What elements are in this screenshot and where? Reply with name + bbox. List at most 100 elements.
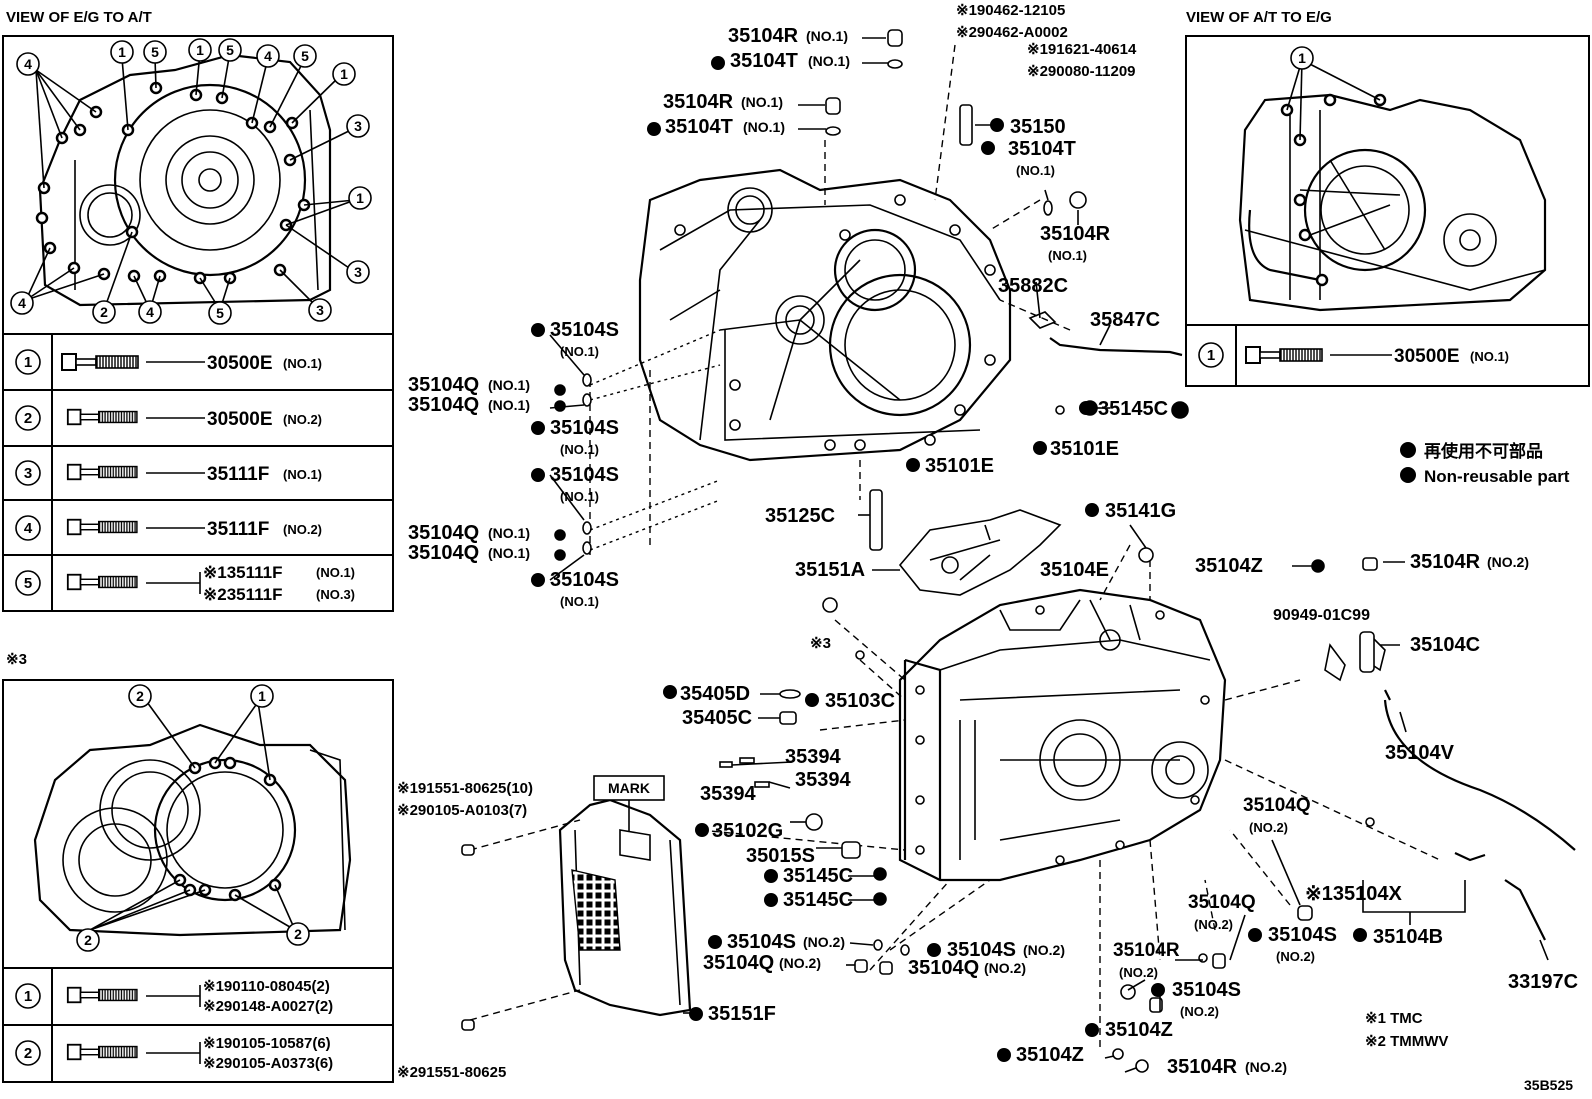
part-label-r4: 35104R (1410, 551, 1481, 573)
svg-text:4: 4 (24, 520, 33, 537)
svg-text:4: 4 (18, 295, 26, 311)
svg-text:2: 2 (100, 304, 108, 320)
part-note-s5: (NO.2) (803, 934, 845, 950)
svg-text:(NO.1): (NO.1) (316, 565, 355, 580)
svg-text:(NO.2): (NO.2) (283, 522, 322, 537)
part-label-t3: 35104T (1008, 138, 1076, 160)
at-to-eg-panel (1185, 35, 1590, 387)
part-note-t1: (NO.1) (808, 53, 850, 69)
bolt-table-1: 12 34 5 30500E(NO.1) 30500E(NO.2) 35111F… (15, 349, 355, 604)
svg-text:※190110-08045(2): ※190110-08045(2) (203, 978, 330, 995)
svg-text:35111F: 35111F (207, 519, 269, 540)
svg-text:※235111F: ※235111F (203, 585, 282, 604)
part-label-q8: 35104Q (1188, 892, 1256, 913)
svg-text:3: 3 (354, 118, 362, 134)
part-label-q2: 35104Q (408, 394, 479, 416)
part-label-s4: 35104S (550, 569, 619, 591)
note3-panel (2, 679, 394, 1083)
dashed-leaders (469, 44, 1441, 1050)
bolt-table-2: 1 30500E (NO.1) (1198, 342, 1509, 368)
part-label-p35104b: 35104B (1373, 926, 1443, 948)
part-label-r3: 35104R (1040, 223, 1111, 245)
svg-text:5: 5 (226, 42, 234, 58)
svg-text:2: 2 (136, 688, 144, 704)
part-label-z2: 35104Z (1105, 1019, 1173, 1041)
part-label-s3: 35104S (550, 464, 619, 486)
part-label-p33197: 33197C (1508, 971, 1578, 993)
part-label-r6: 35104R (1167, 1056, 1238, 1078)
part-label-p35145c3: 35145C (783, 889, 853, 911)
part-label-p35145c1: 35145C (1098, 398, 1168, 420)
part-label-x4: ※135104X (1305, 883, 1402, 905)
part-label-q7: 35104Q (1243, 795, 1311, 816)
svg-text:5: 5 (151, 44, 159, 60)
svg-text:1: 1 (196, 42, 204, 58)
svg-text:(NO.1): (NO.1) (283, 467, 322, 482)
svg-text:※290148-A0027(2): ※290148-A0027(2) (203, 998, 333, 1015)
small-parts (461, 29, 1378, 1073)
part-label-q1: 35104Q (408, 374, 479, 396)
part-label-s5: 35104S (727, 931, 796, 953)
part-label-s1: 35104S (550, 319, 619, 341)
svg-text:1: 1 (340, 66, 348, 82)
part-note-q6: (NO.2) (984, 960, 1026, 976)
svg-text:30500E: 30500E (207, 409, 273, 430)
part-label-p35125: 35125C (765, 505, 835, 527)
svg-text:3: 3 (24, 465, 32, 482)
part-note-s4: (NO.1) (560, 594, 599, 609)
svg-text:1: 1 (356, 190, 364, 206)
part-label-s8: 35104S (1172, 979, 1241, 1001)
svg-text:(NO.3): (NO.3) (316, 587, 355, 602)
svg-text:(NO.2): (NO.2) (283, 412, 322, 427)
part-note-s3: (NO.1) (560, 489, 599, 504)
part-label-p35101e1: 35101E (925, 455, 994, 477)
part-note-q3: (NO.1) (488, 525, 530, 541)
part-note-s2: (NO.1) (560, 442, 599, 457)
part-note-s7: (NO.2) (1276, 949, 1315, 964)
label-leaders (549, 37, 1549, 1073)
svg-text:1: 1 (258, 688, 266, 704)
part-label-k6: ※290105-A0103(7) (397, 802, 527, 819)
part-label-p35882: 35882C (998, 275, 1068, 297)
part-label-k3: ※191621-40614 (1027, 41, 1137, 58)
part-label-z3: 35104Z (1016, 1044, 1084, 1066)
part-label-p35102g: 35102G (712, 820, 783, 842)
part-label-p35103c: 35103C (825, 690, 895, 712)
part-label-p35405d: 35405D (680, 683, 750, 705)
svg-text:1: 1 (1298, 50, 1306, 66)
panel-title-note3: ※3 (6, 651, 27, 668)
part-label-p35847: 35847C (1090, 309, 1160, 331)
svg-text:3: 3 (354, 264, 362, 280)
svg-text:※190105-10587(6): ※190105-10587(6) (203, 1035, 331, 1052)
svg-text:Non-reusable part: Non-reusable part (1424, 467, 1570, 486)
part-note-q7: (NO.2) (1249, 820, 1288, 835)
part-label-s7: 35104S (1268, 924, 1337, 946)
svg-text:※135111F: ※135111F (203, 563, 282, 582)
oil-pan-drawing: MARK (558, 775, 692, 1017)
svg-text:35111F: 35111F (207, 464, 269, 485)
part-note-r3: (NO.1) (1048, 248, 1087, 263)
svg-text:4: 4 (24, 56, 32, 72)
part-label-p35145c2: 35145C (783, 865, 853, 887)
svg-text:30500E: 30500E (207, 353, 273, 374)
transaxle-case-drawing (898, 588, 1227, 882)
eg-to-at-panel (2, 35, 394, 612)
part-label-q3: 35104Q (408, 522, 479, 544)
part-label-p35104c: 35104C (1410, 634, 1480, 656)
part-note-r6: (NO.2) (1245, 1059, 1287, 1075)
part-label-s6: 35104S (947, 939, 1016, 961)
panel-title-eg-to-at: VIEW OF E/G TO A/T (6, 9, 152, 26)
svg-text:1: 1 (1207, 347, 1215, 364)
part-label-k1: ※190462-12105 (956, 2, 1065, 19)
svg-text:4: 4 (146, 304, 154, 320)
part-labels: 35104R (NO.1) 35104T (NO.1) 35104R (NO.1) 3510… (397, 2, 1578, 1081)
part-label-p35151f: 35151F (708, 1003, 776, 1025)
drawing-code: 35B525 (1524, 1077, 1573, 1093)
part-note-s1: (NO.1) (560, 344, 599, 359)
transaxle-housing-drawing (638, 168, 1012, 462)
part-note-q4: (NO.1) (488, 545, 530, 561)
part-note-q2: (NO.1) (488, 397, 530, 413)
part-note-t3: (NO.1) (1016, 163, 1055, 178)
legend: 再使用不可部品 Non-reusable part (1400, 441, 1570, 486)
part-label-p35405c: 35405C (682, 707, 752, 729)
